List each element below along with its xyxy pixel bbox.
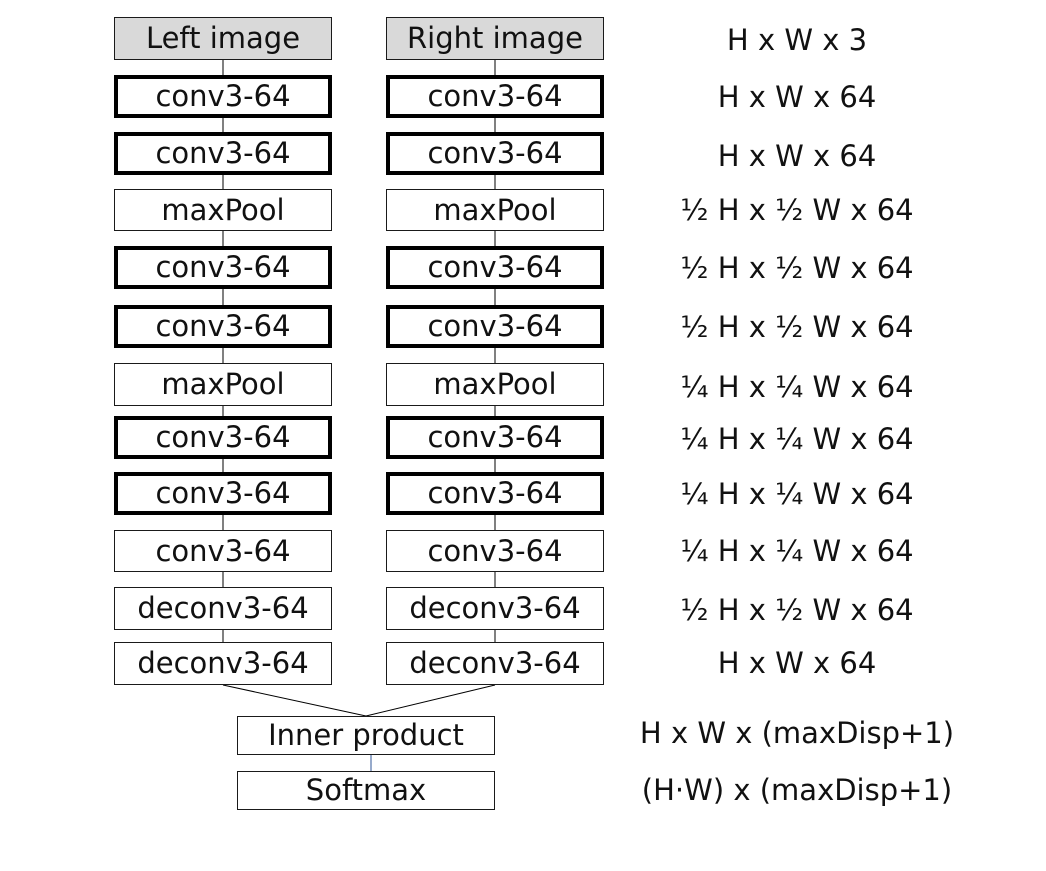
- left-layer-maxpool-1: maxPool: [114, 189, 332, 231]
- dimension-label-6: ½ H x ½ W x 64: [680, 310, 914, 344]
- left-layer-conv-4: conv3-64: [114, 305, 332, 348]
- right-layer-deconv-1: deconv3-64: [386, 587, 604, 630]
- left-layer-maxpool-2: maxPool: [114, 363, 332, 406]
- right-layer-conv-6: conv3-64: [386, 472, 604, 515]
- right-layer-conv-5: conv3-64: [386, 416, 604, 459]
- left-layer-conv-3: conv3-64: [114, 246, 332, 289]
- right-layer-conv-4: conv3-64: [386, 305, 604, 348]
- right-layer-maxpool-1: maxPool: [386, 189, 604, 231]
- right-layer-conv-7: conv3-64: [386, 530, 604, 572]
- left-layer-deconv-2: deconv3-64: [114, 642, 332, 685]
- left-layer-conv-5: conv3-64: [114, 416, 332, 459]
- left-layer-conv-1: conv3-64: [114, 75, 332, 118]
- dimension-label-8: ¼ H x ¼ W x 64: [680, 422, 914, 456]
- left-merge-connector: [222, 684, 367, 717]
- dimension-label-5: ½ H x ½ W x 64: [680, 251, 914, 285]
- dimension-label-11: ½ H x ½ W x 64: [680, 593, 914, 627]
- dimension-label-4: ½ H x ½ W x 64: [680, 193, 914, 227]
- dimension-label-2: H x W x 64: [717, 80, 877, 114]
- dimension-label-10: ¼ H x ¼ W x 64: [680, 534, 914, 568]
- right-layer-maxpool-2: maxPool: [386, 363, 604, 406]
- dimension-label-1: H x W x 3: [726, 23, 868, 57]
- right-layer-conv-2: conv3-64: [386, 132, 604, 175]
- right-layer-conv-3: conv3-64: [386, 246, 604, 289]
- inner-product-layer: Inner product: [237, 716, 495, 755]
- right-layer-deconv-2: deconv3-64: [386, 642, 604, 685]
- right-merge-connector: [365, 684, 496, 717]
- right-layer-conv-1: conv3-64: [386, 75, 604, 118]
- dimension-label-12: H x W x 64: [717, 646, 877, 680]
- dimension-label-14: (H·W) x (maxDisp+1): [641, 773, 953, 807]
- left-layer-conv-2: conv3-64: [114, 132, 332, 175]
- dimension-label-9: ¼ H x ¼ W x 64: [680, 477, 914, 511]
- softmax-layer: Softmax: [237, 771, 495, 810]
- dimension-label-3: H x W x 64: [717, 139, 877, 173]
- left-layer-deconv-1: deconv3-64: [114, 587, 332, 630]
- dimension-label-7: ¼ H x ¼ W x 64: [680, 370, 914, 404]
- dimension-label-13: H x W x (maxDisp+1): [639, 716, 955, 750]
- right-image-input: Right image: [386, 17, 604, 60]
- left-layer-conv-7: conv3-64: [114, 530, 332, 572]
- left-layer-conv-6: conv3-64: [114, 472, 332, 515]
- left-image-input: Left image: [114, 17, 332, 60]
